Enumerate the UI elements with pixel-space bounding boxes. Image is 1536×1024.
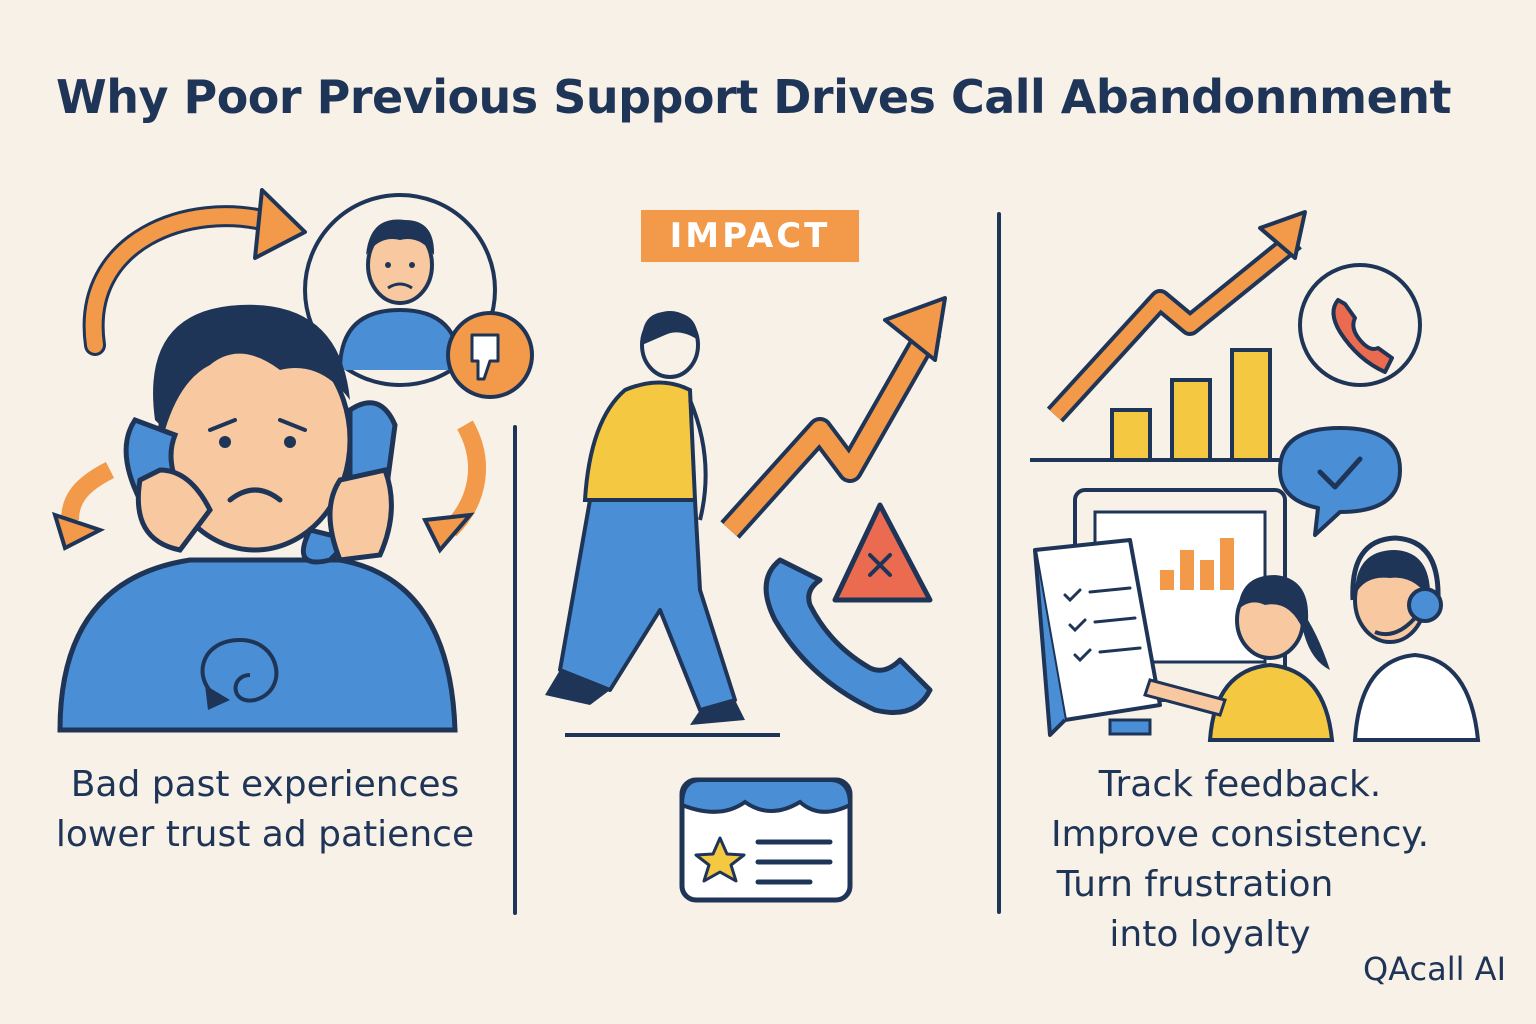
phone-icon	[763, 557, 933, 715]
warning-icon	[832, 502, 933, 603]
support-improvement-illustration	[1030, 210, 1481, 742]
left-caption: Bad past experiences lower trust ad pati…	[20, 760, 510, 860]
brand-logo-text: QAcall AI	[1363, 950, 1506, 988]
right-caption: Track feedback. Improve consistency. Tur…	[1010, 760, 1470, 960]
left-caption-line-1: Bad past experiences	[70, 764, 460, 805]
left-caption-line-2: lower trust ad patience	[55, 814, 475, 855]
right-caption-line-1: Track feedback.	[1098, 764, 1382, 805]
frustrated-caller-illustration	[51, 188, 534, 733]
impact-badge: IMPACT	[641, 210, 859, 262]
right-caption-line-4: into loyalty	[1109, 914, 1311, 955]
divider-right	[997, 212, 1001, 914]
phone-icon	[1331, 298, 1394, 374]
page-title: Why Poor Previous Support Drives Call Ab…	[56, 70, 1452, 124]
divider-left	[513, 425, 517, 915]
right-caption-line-2: Improve consistency.	[1050, 814, 1430, 855]
right-caption-line-3: Turn frustration	[1056, 864, 1334, 905]
walking-away-illustration	[545, 296, 947, 903]
cycle-arrow-left	[61, 461, 115, 521]
